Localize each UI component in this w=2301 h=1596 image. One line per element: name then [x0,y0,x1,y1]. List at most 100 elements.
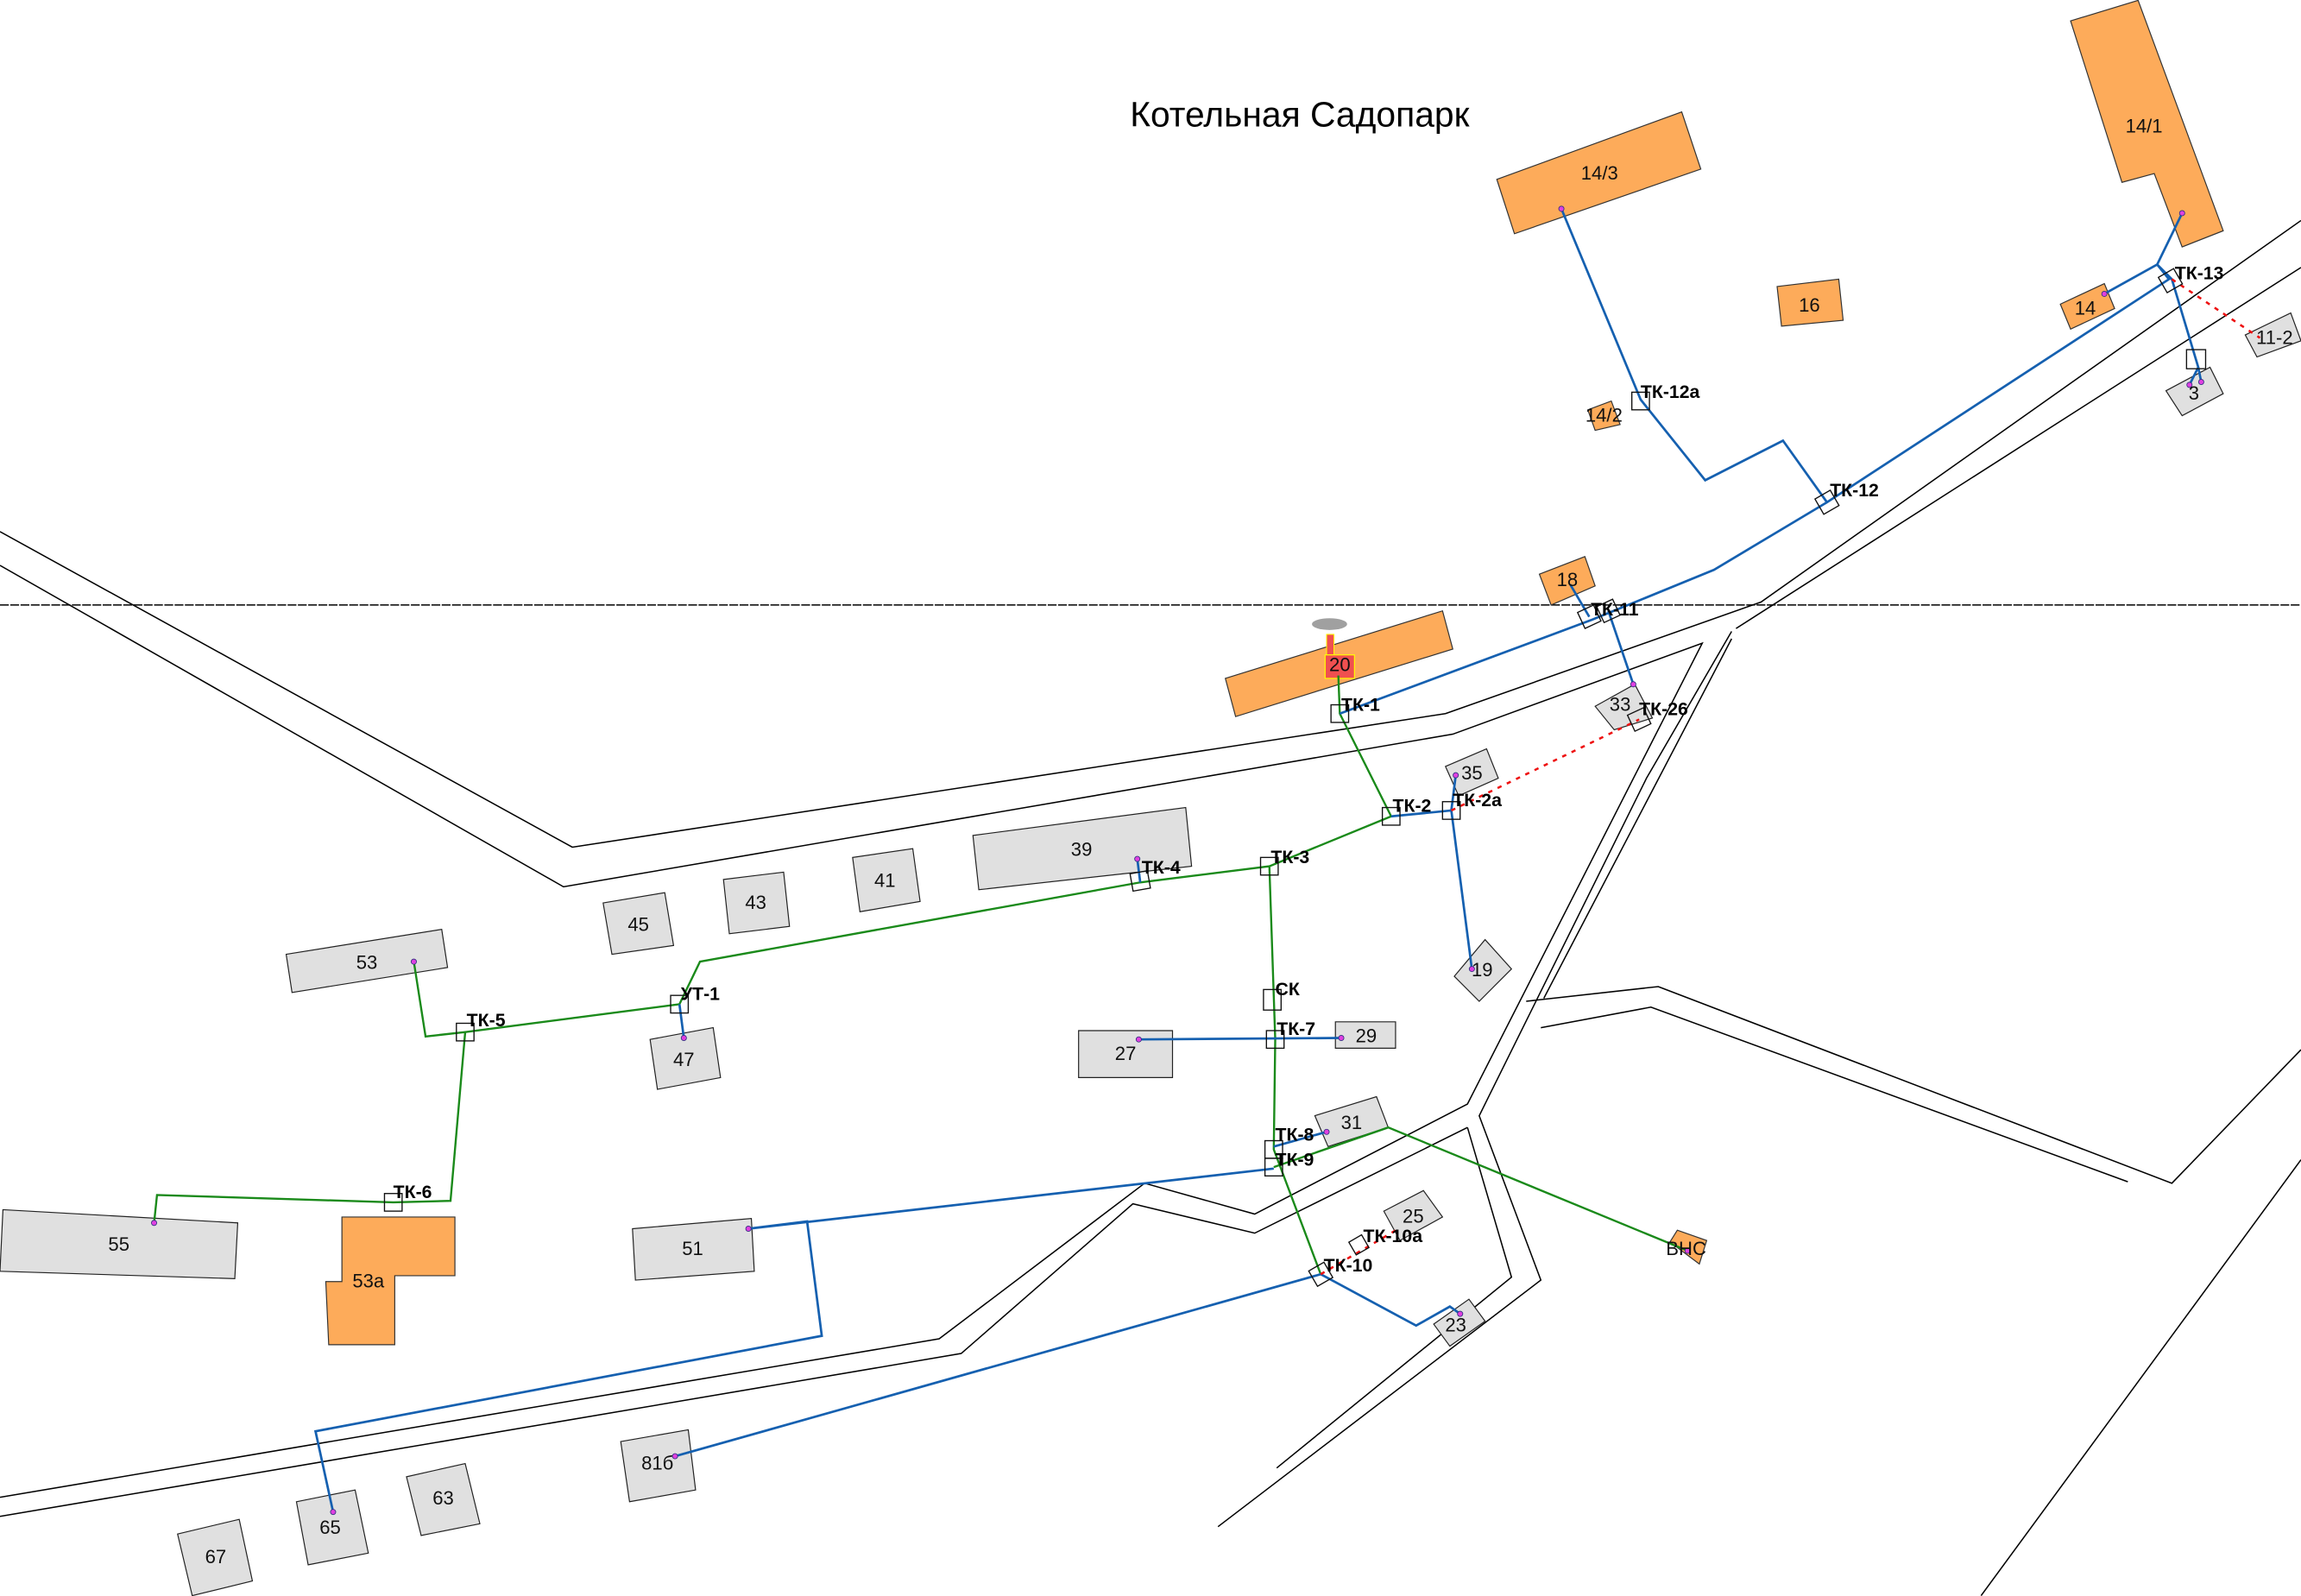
supply-pipe[interactable] [678,1004,685,1038]
node-label: ТК-5 [467,1010,506,1031]
node-label: ТК-2а [1453,790,1502,811]
supply-pipe[interactable] [674,1272,1321,1458]
supply-pipe[interactable] [2156,263,2200,386]
supply-pipe[interactable] [1607,610,1635,685]
building-label: 43 [745,892,766,913]
building-14-2[interactable] [1586,400,1621,432]
building-19[interactable] [1453,938,1513,1002]
building-label: 14/3 [1581,162,1618,184]
building-label: 11-2 [2256,326,2293,348]
building-18[interactable] [1538,556,1596,606]
supply-pipe[interactable] [2103,263,2159,295]
planned-pipe[interactable] [1450,718,1640,812]
building-14-3[interactable] [1496,110,1702,235]
thermal-chambers [383,268,2207,1288]
node-tk5[interactable] [456,1022,475,1042]
main-pipe[interactable] [1273,1126,1688,1252]
node-tk4[interactable] [1129,869,1151,893]
chimney [1326,634,1335,656]
node-tk1[interactable] [1330,703,1350,723]
node-ut1[interactable] [670,994,690,1014]
main-pipe[interactable] [153,1031,467,1223]
node-tk13[interactable] [2157,268,2184,294]
node-tk9[interactable] [1264,1158,1283,1176]
node-label: ТК-1 [1341,694,1380,715]
building-label: 33 [1610,693,1631,715]
planned-pipe[interactable] [2171,278,2261,339]
node-label: ТК-8 [1276,1125,1314,1145]
node-label: ТК-2 [1393,796,1432,817]
node-label: ТК-13 [2175,262,2224,283]
building-vns[interactable] [1669,1229,1708,1265]
building-label: 53 [356,952,378,974]
building-33[interactable] [1594,683,1654,731]
map-title: Котельная Садопарк [1130,95,1470,135]
building-label: ВНС [1666,1238,1706,1259]
node-sk[interactable] [1263,988,1283,1011]
node-3-chamber[interactable] [2185,349,2207,369]
building-label: 19 [1472,959,1493,981]
boiler-marker[interactable] [1324,654,1355,679]
main-pipe[interactable] [413,675,1393,1038]
node-label: ТК-7 [1277,1019,1315,1039]
node-label: ТК-6 [394,1182,432,1202]
node-tk6[interactable] [383,1193,403,1212]
node-tk3[interactable] [1259,856,1279,876]
building-14[interactable] [2059,282,2115,331]
building-29[interactable] [1334,1021,1396,1049]
building-53a[interactable] [325,1216,456,1346]
node-tk2a[interactable] [1441,801,1461,820]
node-label: ТК-9 [1276,1149,1314,1170]
node-tk11[interactable] [1576,604,1602,629]
roads [0,219,2301,1596]
building-81b[interactable] [620,1429,697,1503]
building-label: 81б [641,1452,673,1473]
building-label: 67 [205,1546,227,1568]
supply-pipe[interactable] [1136,858,1142,883]
building-11-2[interactable] [2244,312,2301,358]
node-tk2[interactable] [1381,806,1401,826]
building-27[interactable] [1078,1030,1174,1078]
building-63[interactable] [406,1462,481,1536]
building-67[interactable] [177,1518,254,1596]
node-tk10a[interactable] [1347,1233,1370,1256]
building-16[interactable] [1776,278,1844,327]
supply-pipe[interactable] [1320,1273,1461,1328]
node-tk11b[interactable] [1596,598,1621,624]
supply-pipe[interactable] [313,1167,1274,1512]
building-43[interactable] [722,871,791,935]
main-pipe[interactable] [1268,866,1322,1275]
building-55[interactable] [0,1208,239,1279]
building-label: 53а [352,1271,385,1292]
building-65[interactable] [295,1489,369,1566]
building-14-1[interactable] [2070,0,2224,248]
planned-pipe[interactable] [1320,1227,1399,1276]
building-label: 31 [1341,1112,1363,1133]
building-23[interactable] [1433,1298,1486,1347]
supply-pipe[interactable] [1560,208,1828,503]
supply-pipe[interactable] [1339,212,2184,716]
node-tk12a[interactable] [1631,391,1650,411]
node-tk7[interactable] [1265,1030,1285,1050]
node-tk26[interactable] [1626,707,1652,732]
building-53[interactable] [285,928,449,994]
building-label: 63 [432,1487,454,1509]
building-41[interactable] [852,848,921,912]
supply-pipe[interactable] [1138,1037,1342,1041]
building-51[interactable] [632,1217,755,1281]
boiler-house [1312,618,1355,679]
node-labels: ТК-13 ТК-12а ТК-12 ТК-11 ТК-1 ТК-26 ТК-2… [394,262,2224,1275]
building-label: 39 [1071,839,1093,861]
node-label: ТК-10 [1324,1255,1373,1276]
building-45[interactable] [602,892,675,956]
node-label: ТК-12 [1830,480,1879,501]
supply-pipe[interactable] [1390,809,1473,969]
node-tk10[interactable] [1308,1261,1334,1288]
supply-pipe[interactable] [1450,774,1458,811]
supply-pipe[interactable] [1569,584,1591,618]
building-47[interactable] [649,1026,722,1090]
node-tk12[interactable] [1813,489,1840,515]
building-39[interactable] [972,806,1193,891]
